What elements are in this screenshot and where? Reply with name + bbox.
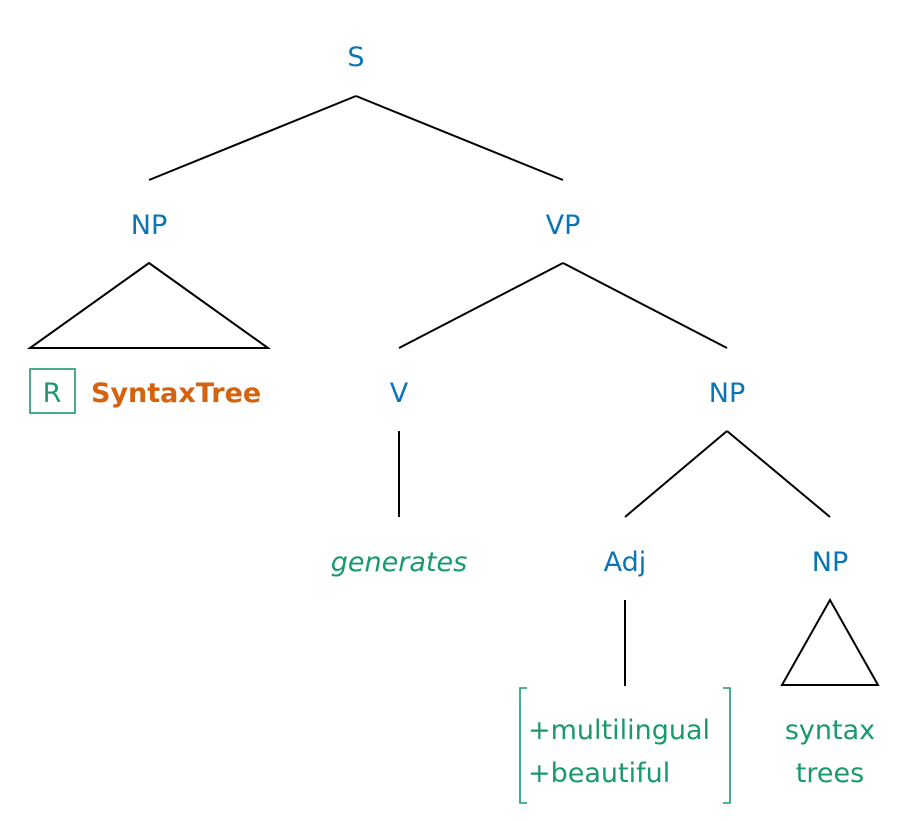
r-box: [29, 368, 76, 414]
inner-np-triangle: [780, 597, 880, 686]
node-vp: VP: [546, 210, 581, 241]
subject-word: SyntaxTree: [91, 378, 261, 409]
right-bracket: [723, 687, 731, 804]
node-subject-np: NP: [131, 210, 167, 241]
r-mark: R: [43, 378, 62, 409]
node-v: V: [390, 378, 409, 409]
edge-s-np: [148, 95, 357, 181]
subject-np-triangle: [26, 261, 272, 349]
edge-np-np: [726, 430, 831, 518]
feature-multilingual: +multilingual: [528, 715, 710, 746]
node-object-np: NP: [709, 378, 745, 409]
edge-s-vp: [355, 95, 564, 181]
verb-word: generates: [331, 547, 467, 578]
left-bracket: [519, 687, 527, 804]
node-inner-np: NP: [812, 547, 848, 578]
edge-vp-v: [398, 262, 564, 349]
feature-beautiful: +beautiful: [528, 758, 670, 789]
edge-vp-np: [562, 262, 728, 349]
node-s: S: [347, 42, 364, 73]
leaf-syntax: syntax: [785, 715, 875, 746]
leaf-trees: trees: [796, 758, 864, 789]
node-adj: Adj: [604, 547, 647, 578]
edge-np-adj: [624, 430, 728, 518]
